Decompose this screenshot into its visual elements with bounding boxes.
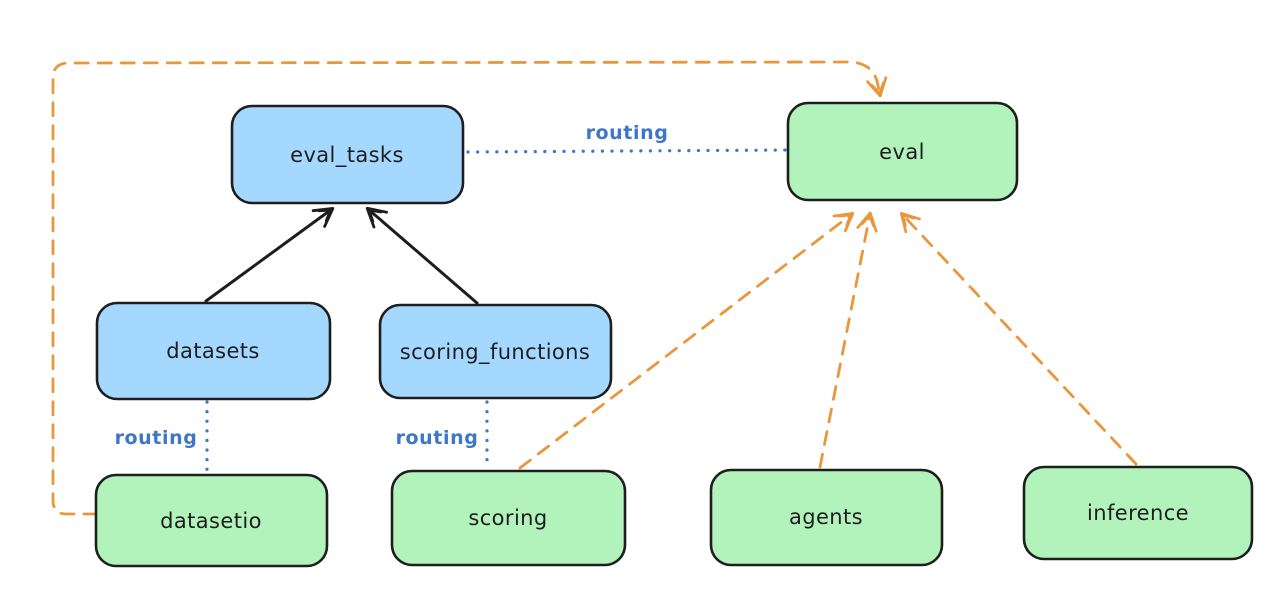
node-datasetio: datasetio: [94, 473, 329, 568]
node-scoring-box: [390, 469, 627, 567]
node-scoring-label: scoring: [468, 506, 547, 530]
node-inference-box: [1022, 465, 1254, 561]
node-scoring-functions-label: scoring_functions: [400, 340, 590, 365]
edge-eval-tasks-to-eval-routing-line: [466, 148, 787, 154]
routing-label-datasets: routing: [115, 427, 198, 449]
node-eval: eval: [786, 101, 1019, 202]
node-datasets-label: datasets: [166, 339, 260, 363]
routing-label-top: routing: [586, 122, 669, 144]
node-eval-tasks: eval_tasks: [230, 104, 465, 205]
node-eval-box: [786, 101, 1019, 202]
node-scoring-functions: scoring_functions: [378, 303, 613, 400]
node-scoring-functions-box: [378, 303, 613, 400]
edge-scoring-functions-to-eval-tasks-arrow: [365, 206, 479, 305]
node-agents-box: [709, 468, 944, 567]
edge-agents-to-eval-dashed-arrow: [818, 211, 878, 469]
node-datasets: datasets: [95, 301, 332, 401]
node-eval-label: eval: [879, 140, 925, 164]
node-scoring: scoring: [390, 469, 627, 567]
node-datasetio-box: [94, 473, 329, 568]
node-inference-label: inference: [1087, 501, 1189, 525]
edge-scoring-to-eval-dashed-arrow: [518, 212, 855, 470]
node-agents: agents: [709, 468, 944, 567]
edge-inference-to-eval-dashed-arrow: [899, 211, 1138, 466]
node-inference: inference: [1022, 465, 1254, 561]
edge-datasets-to-eval-tasks-arrow: [204, 206, 335, 303]
node-eval-tasks-box: [230, 104, 465, 205]
edge-datasetio-to-eval-dashed-arrow: [51, 60, 888, 516]
node-agents-label: agents: [789, 505, 863, 529]
routing-label-scoring: routing: [396, 427, 479, 449]
node-eval-tasks-label: eval_tasks: [290, 143, 404, 168]
node-datasetio-label: datasetio: [160, 509, 262, 533]
node-datasets-box: [95, 301, 332, 401]
